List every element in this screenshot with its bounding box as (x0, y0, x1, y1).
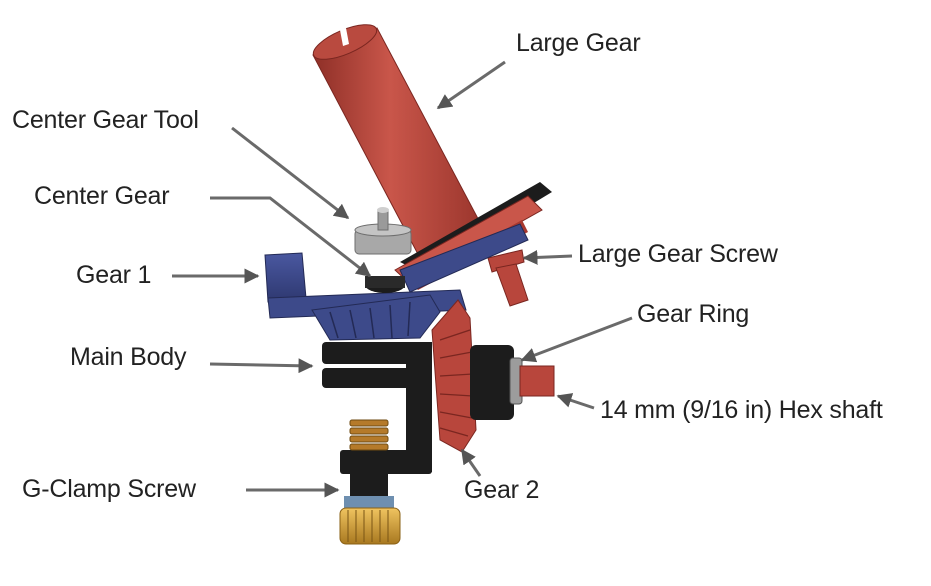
label-g-clamp-screw: G-Clamp Screw (22, 475, 196, 503)
label-large-gear: Large Gear (516, 29, 641, 57)
leader-lines (172, 60, 633, 498)
label-hex-shaft: 14 mm (9/16 in) Hex shaft (600, 396, 883, 424)
gear-ring (470, 345, 523, 420)
large-gear (312, 24, 552, 290)
large-gear-screw (487, 249, 529, 307)
label-center-gear: Center Gear (34, 182, 170, 210)
label-gear-1: Gear 1 (76, 261, 152, 289)
label-gear-2: Gear 2 (464, 476, 540, 504)
gear-1 (264, 223, 529, 341)
label-gear-ring: Gear Ring (637, 300, 750, 328)
center-gear-tool (354, 207, 412, 255)
main-body (322, 342, 432, 474)
label-center-gear-tool: Center Gear Tool (12, 106, 199, 134)
g-clamp-screw (339, 419, 401, 545)
gear-2 (431, 299, 477, 453)
hex-shaft (519, 365, 555, 397)
center-gear (365, 276, 405, 293)
label-main-body: Main Body (70, 343, 187, 371)
label-large-gear-screw: Large Gear Screw (578, 240, 778, 268)
